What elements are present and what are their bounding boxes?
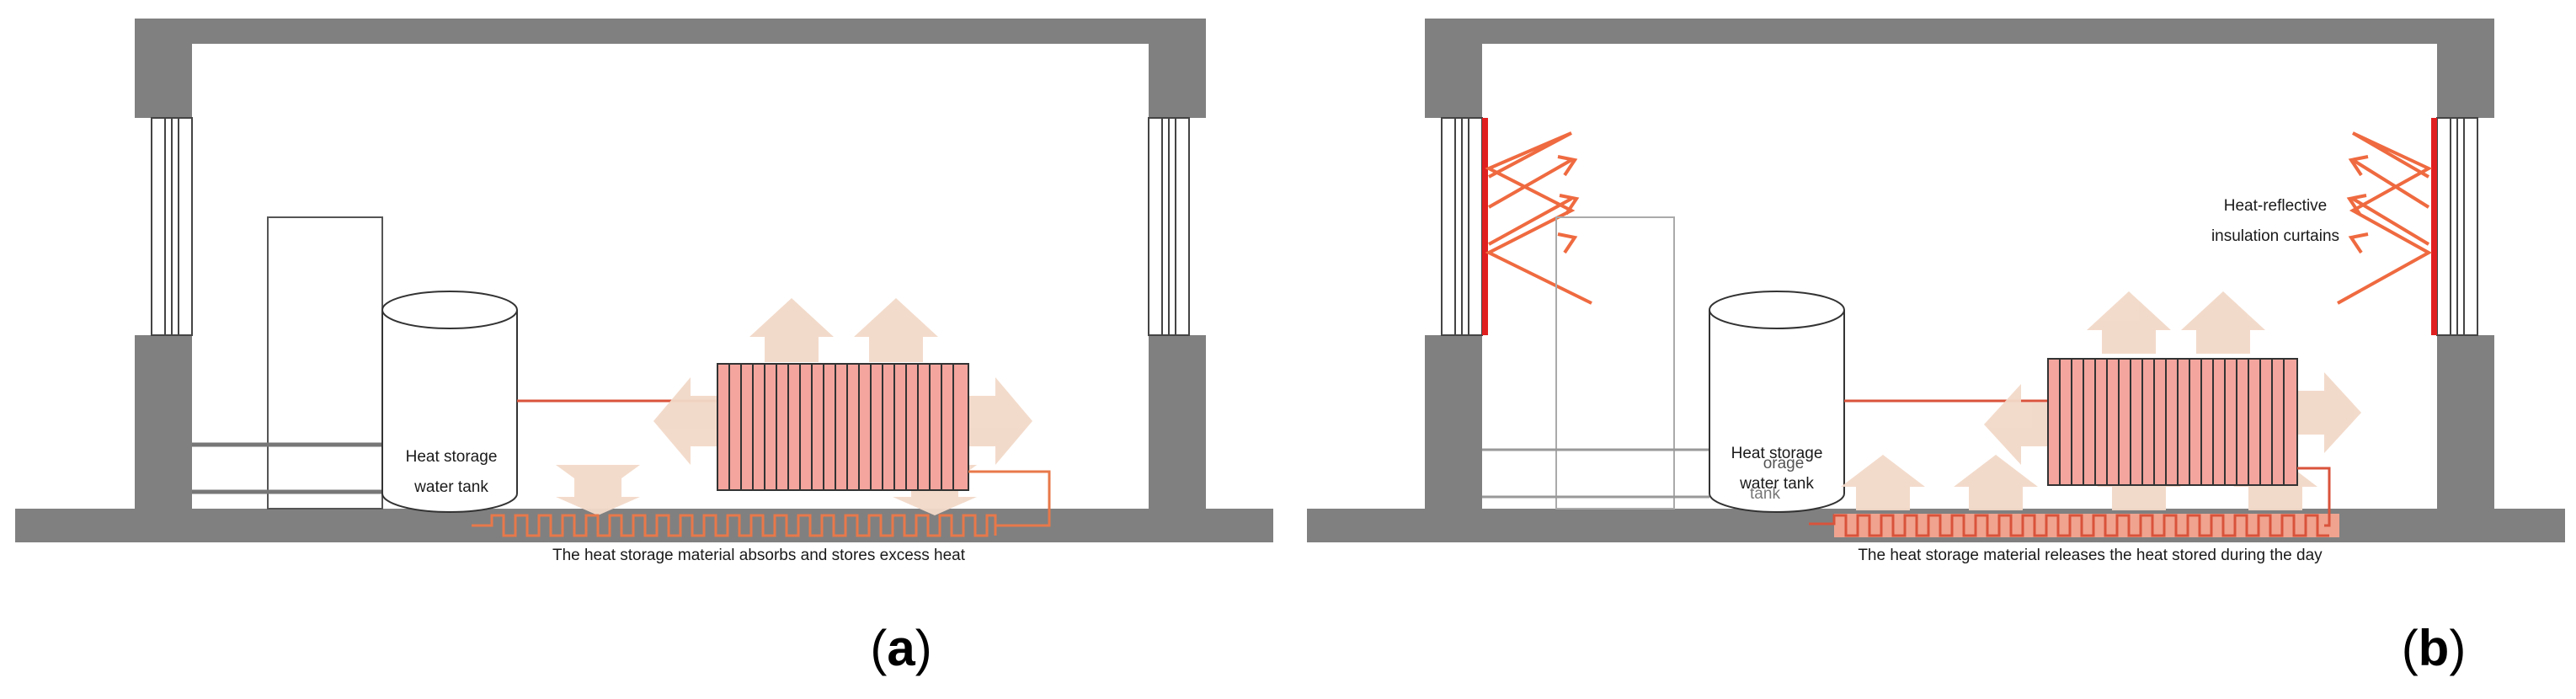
reflected-heat-arrows-left-b [1485,131,1592,305]
left-wall-lower-b [1425,335,1482,512]
heat-left-arrow-b [1984,384,2048,465]
heat-up-arrow-2-b [2181,291,2265,354]
left-window-a [151,117,193,336]
panel-letter-b-value: b [2419,620,2450,676]
heat-floor-up-arrow-1-b [1841,455,1925,510]
reflected-heat-arrows-right-b [2337,131,2433,305]
heat-arrows-b [1841,291,2361,510]
right-wall-upper-a [1149,19,1206,118]
supply-pipes-a [192,442,382,494]
curtain-label-line1-b: Heat-reflective [2224,197,2328,215]
right-window-b [2436,117,2478,336]
equipment-cabinet-b [1555,216,1675,510]
panel-a: Heat storage water tank [15,19,1273,676]
tank-label-line2-b: water tank [1739,475,1814,493]
panel-letter-a: (a) [870,620,931,676]
right-wall-upper-b [2437,19,2494,118]
tank-label-line2-a: water tank [413,478,488,496]
radiator-a [717,363,969,491]
right-wall-lower-b [2437,335,2494,512]
right-wall-lower-a [1149,335,1206,512]
floor-heat-storage-a [472,470,1051,537]
tank-overlap-label-line1-b: orage [1763,455,1805,472]
radiator-b [2047,358,2298,486]
heat-up-arrow-1-a [749,298,834,362]
insulation-curtain-right-b [2431,118,2437,335]
water-tank-b: Heat storage orage water tank tank [1709,291,1845,513]
insulation-curtain-left-b [1482,118,1488,335]
tank-overlap-label-line2-b: tank [1750,485,1780,503]
caption-a: The heat storage material absorbs and st… [552,547,966,564]
panel-b: Heat-reflective insulation curtains Heat… [1307,19,2565,676]
heat-up-arrow-2-a [854,298,938,362]
left-wall-upper-b [1425,19,1482,118]
building-structure-a [15,19,1273,542]
water-tank-a: Heat storage water tank [381,291,518,513]
heat-right-arrow-b [2297,372,2361,453]
right-window-a [1148,117,1190,336]
supply-pipes-b [1482,448,1709,499]
heat-left-arrow-a [653,377,717,465]
floor-heat-storage-b [1809,467,2339,537]
panel-letter-a-value: a [887,620,915,676]
curtain-label-line2-b: insulation curtains [2211,227,2339,245]
heat-down-arrow-1-a [556,465,640,515]
left-window-b [1441,117,1483,336]
heat-floor-up-arrow-2-b [1954,455,2038,510]
roof-b [1425,19,2494,44]
left-wall-lower-a [135,335,192,512]
roof-a [135,19,1206,44]
tank-label-line1-a: Heat storage [406,448,498,466]
heat-up-arrow-1-b [2087,291,2171,354]
panel-letter-b: (b) [2402,620,2467,676]
heat-right-arrow-a [968,377,1032,465]
left-wall-upper-a [135,19,192,118]
caption-b: The heat storage material releases the h… [1858,547,2323,564]
equipment-cabinet-a [267,216,383,510]
tank-label-line1-b: Heat storage [1731,445,1823,462]
